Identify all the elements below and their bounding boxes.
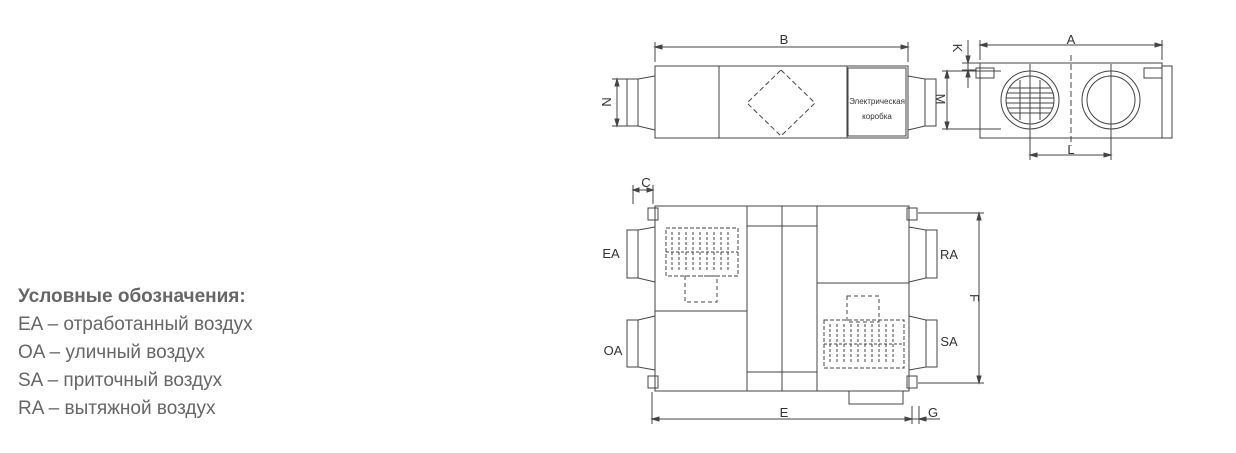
exhaust-fan (684, 275, 718, 303)
electric-box-label-line1: Электрическая (849, 97, 905, 106)
dim-label-k: K (950, 44, 965, 53)
legend-item-ea: EA – отработанный воздух (18, 314, 253, 335)
legend-item-oa: OA – уличный воздух (18, 342, 205, 363)
electric-box (847, 67, 907, 137)
legend-item-sa: SA – приточный воздух (18, 370, 223, 391)
electric-box-label-line2: коробка (862, 112, 892, 121)
port-label-ea: EA (602, 246, 620, 261)
supply-fan (846, 295, 880, 323)
dim-label-m: M (933, 94, 948, 105)
port-label-oa: OA (604, 343, 623, 358)
dim-label-a: A (1067, 32, 1076, 47)
dim-label-c: C (641, 175, 650, 190)
port-ea-spigot (637, 226, 656, 283)
dim-label-e: E (780, 405, 789, 420)
port-label-sa: SA (940, 334, 958, 349)
front-view (942, 40, 1173, 160)
port-label-ra: RA (940, 247, 958, 262)
top-view (626, 185, 984, 424)
dim-label-n: N (599, 97, 614, 106)
legend-item-ra: RA – вытяжной воздух (18, 398, 216, 419)
port-sa-spigot (908, 315, 927, 371)
port-ra-spigot (908, 226, 927, 283)
dim-label-l: L (1067, 142, 1074, 157)
dim-label-b: B (780, 32, 789, 47)
filter-ea (665, 227, 739, 277)
legend-title: Условные обозначения: (18, 286, 246, 307)
legend: Условные обозначения: EA – отработанный … (18, 283, 253, 423)
dim-label-g: G (928, 405, 938, 420)
heat-exchanger-symbol (746, 69, 816, 137)
front-port-grille (1006, 80, 1054, 120)
side-view (612, 42, 937, 139)
dim-label-f: F (967, 294, 982, 302)
filter-sa (823, 319, 905, 369)
port-oa-spigot (637, 315, 656, 371)
